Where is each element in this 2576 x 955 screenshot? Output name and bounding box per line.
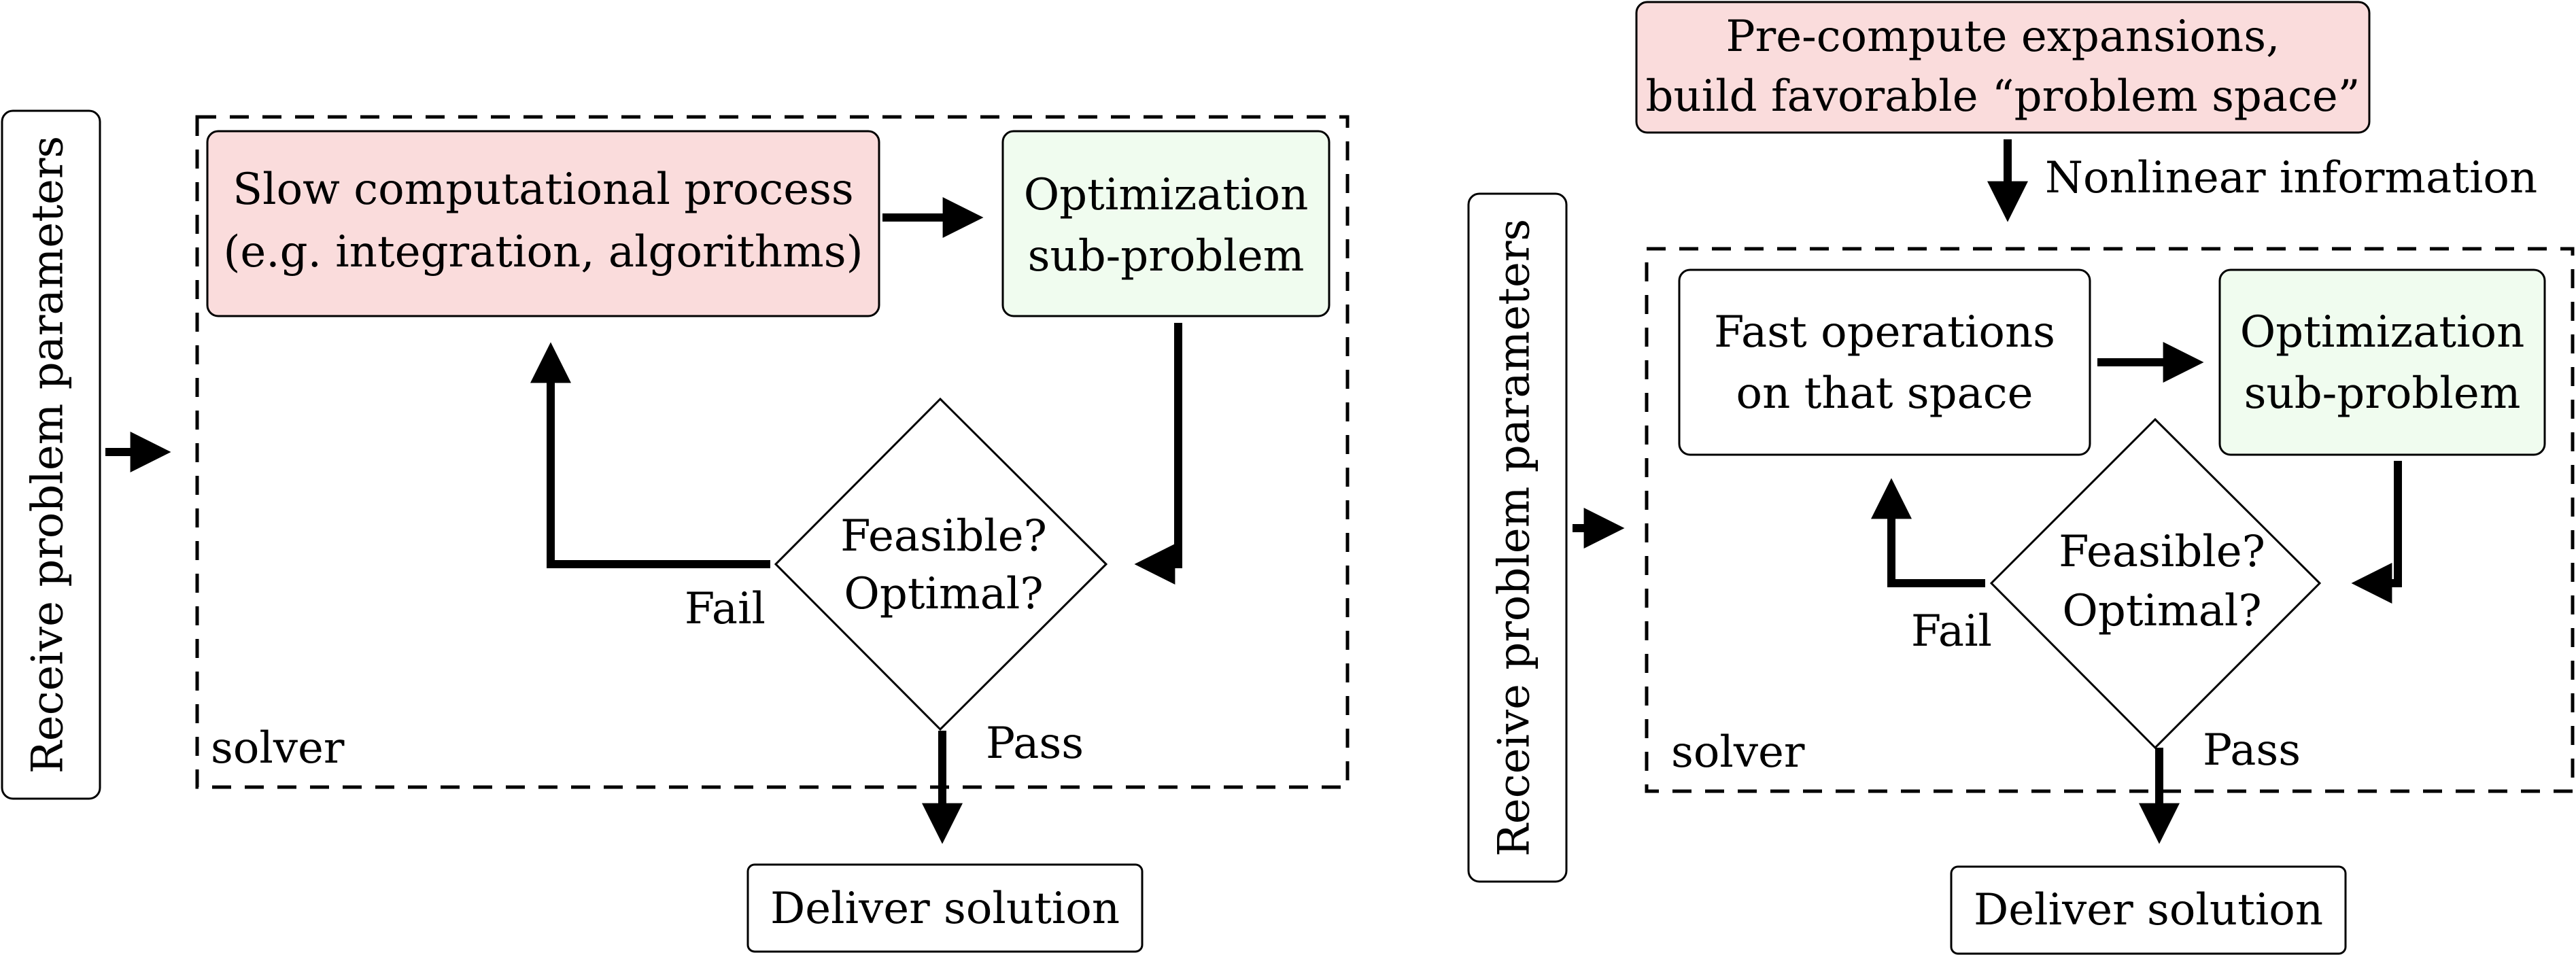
right-pass-label: Pass — [2203, 725, 2301, 776]
right-fast-ops-box — [1678, 268, 2091, 456]
left-pass-label: Pass — [986, 718, 1084, 769]
left-diagram: Receive problem parameters solver Slow c… — [1, 109, 1350, 953]
left-arrow-fail-loop — [530, 342, 770, 568]
left-fail-label: Fail — [685, 584, 766, 634]
left-deliver-box — [746, 863, 1144, 953]
right-diagram: Pre-compute expansions, build favorable … — [1467, 1, 2575, 955]
right-arrow-opt-to-decision — [2351, 461, 2402, 604]
left-decision-line1: Feasible? — [840, 511, 1047, 561]
left-slow-line2: (e.g. integration, algorithms) — [223, 227, 863, 277]
right-decision-line1: Feasible? — [2059, 527, 2265, 577]
left-decision-line2: Optimal? — [844, 569, 1043, 619]
right-decision-line2: Optimal? — [2062, 586, 2261, 636]
right-solver-label: solver — [1671, 727, 1805, 778]
left-decision-diamond — [774, 397, 1108, 731]
right-opt-line1: Optimization — [2240, 307, 2525, 358]
right-deliver-label: Deliver solution — [1974, 885, 2323, 935]
right-nonlinear-label: Nonlinear information — [2045, 153, 2537, 203]
right-decision-diamond — [1989, 417, 2322, 750]
right-precompute-line2: build favorable “problem space” — [1646, 71, 2360, 122]
right-deliver-box — [1950, 865, 2347, 955]
left-arrow-opt-to-decision — [1134, 323, 1182, 585]
right-fast-line1: Fast operations — [1714, 307, 2055, 358]
left-slow-process-box — [206, 130, 880, 317]
left-deliver-label: Deliver solution — [770, 884, 1120, 934]
right-solver-boundary — [1645, 247, 2575, 793]
left-receive-box — [1, 109, 101, 800]
left-opt-line2: sub-problem — [1028, 231, 1305, 281]
left-opt-line1: Optimization — [1024, 170, 1309, 220]
right-fast-line2: on that space — [1736, 368, 2033, 419]
right-opt-line2: sub-problem — [2244, 368, 2521, 419]
right-precompute-box — [1635, 1, 2371, 134]
left-receive-label: Receive problem parameters — [23, 136, 73, 774]
left-optimization-box — [1001, 130, 1330, 317]
right-fail-label: Fail — [1911, 606, 1992, 657]
right-optimization-box — [2218, 268, 2546, 456]
left-solver-boundary — [195, 115, 1350, 789]
right-arrow-fail-loop — [1871, 478, 1985, 587]
left-slow-line1: Slow computational process — [233, 164, 854, 215]
right-precompute-line1: Pre-compute expansions, — [1726, 12, 2280, 62]
left-solver-label: solver — [211, 723, 345, 774]
right-receive-label: Receive problem parameters — [1490, 219, 1540, 857]
right-receive-box — [1467, 192, 1568, 883]
